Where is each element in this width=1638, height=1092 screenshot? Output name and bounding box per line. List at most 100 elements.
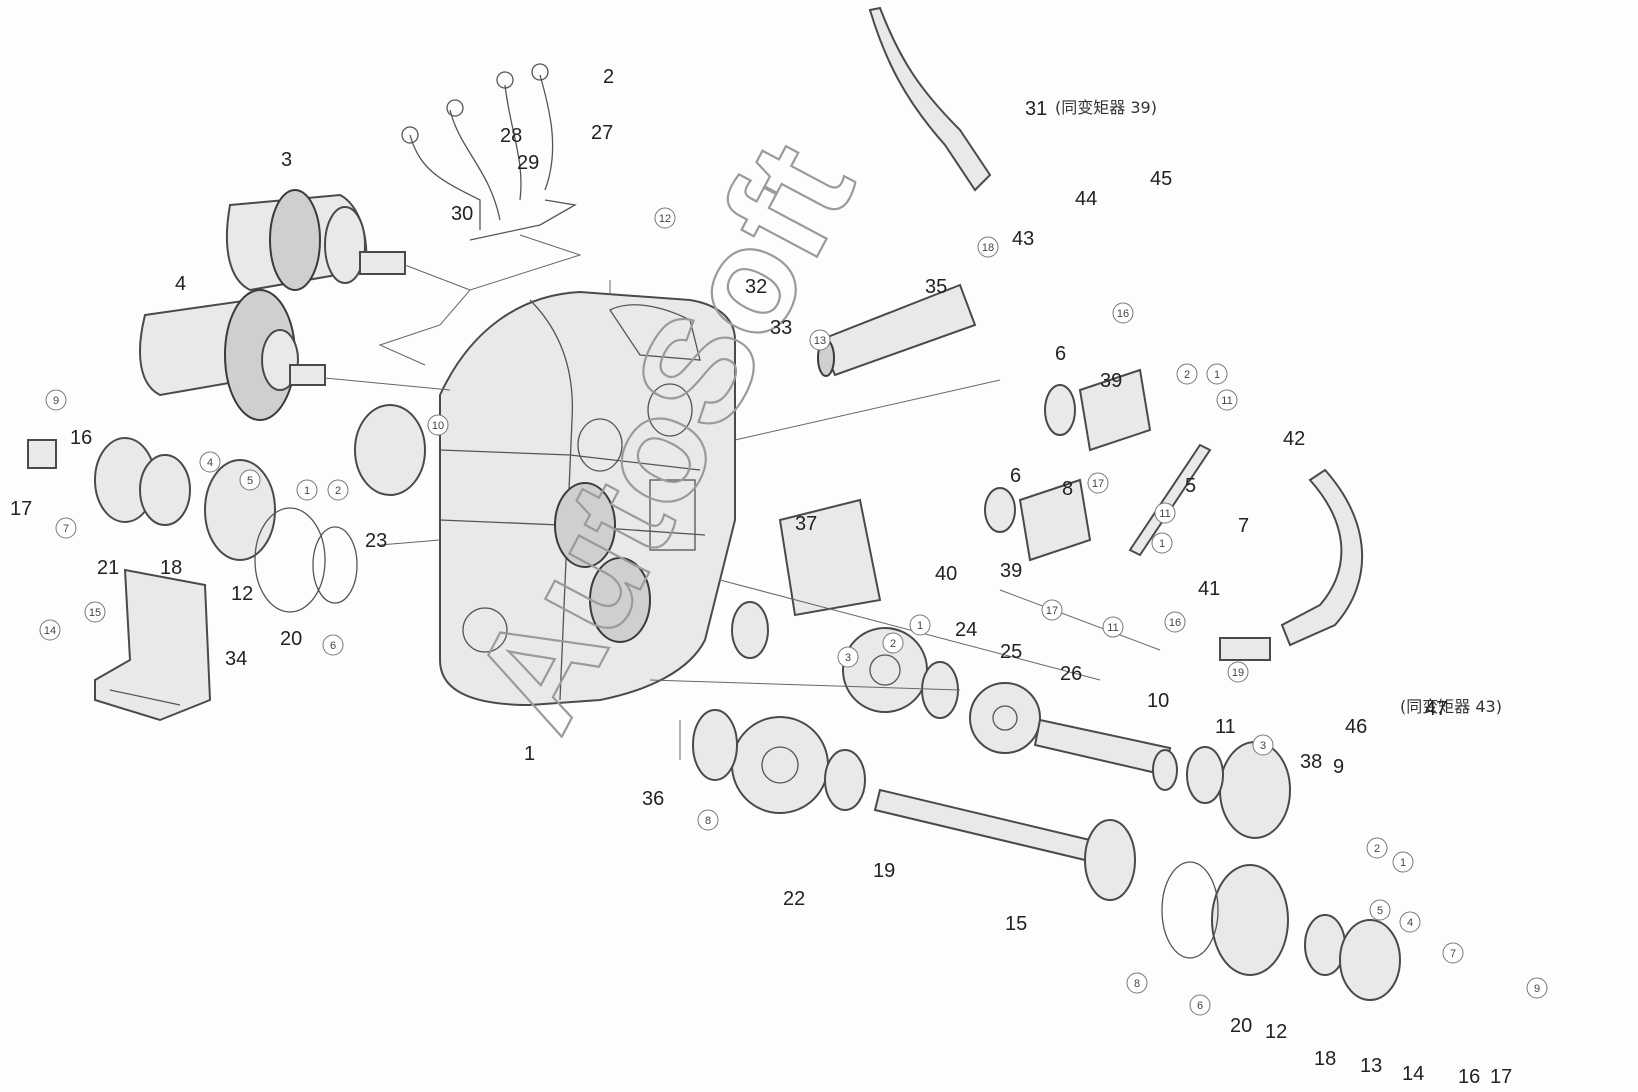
label-16b: 16 (1458, 1066, 1480, 1088)
shaft-15 (873, 788, 1136, 901)
label-1: 1 (524, 743, 535, 765)
label-17a: 17 (10, 498, 32, 520)
label-17b: 17 (1490, 1066, 1512, 1088)
label-30: 30 (451, 203, 473, 225)
clutch-pack-3 (226, 189, 471, 292)
label-5: 5 (1185, 475, 1196, 497)
circled-2-right: 2 (1374, 843, 1380, 855)
gear-26 (969, 682, 1041, 754)
circled-9-left: 9 (53, 395, 59, 407)
label-44: 44 (1075, 188, 1097, 210)
label-39a: 39 (1100, 370, 1122, 392)
circled-4-left: 4 (207, 457, 213, 469)
label-39b: 39 (1000, 560, 1022, 582)
label-42: 42 (1283, 428, 1305, 450)
clutch-pack-4 (139, 289, 451, 421)
valve-5 (1044, 368, 1212, 557)
label-38: 38 (1300, 751, 1322, 773)
label-41: 41 (1198, 578, 1220, 600)
label-32: 32 (745, 276, 767, 298)
label-19: 19 (873, 860, 895, 882)
circled-15: 15 (89, 607, 101, 619)
circled-16-top: 16 (1117, 308, 1129, 320)
leader-lines (379, 280, 1161, 760)
valve-8 (984, 478, 1092, 562)
label-15: 15 (1005, 913, 1027, 935)
circled-1-mid: 1 (1159, 538, 1165, 550)
circled-2-top: 2 (1184, 369, 1190, 381)
label-14: 14 (1402, 1063, 1424, 1085)
gear-22 (692, 709, 829, 814)
circled-8-left: 8 (705, 815, 711, 827)
label-7: 7 (1238, 515, 1249, 537)
circled-12: 12 (659, 213, 671, 225)
label-12a: 12 (231, 583, 253, 605)
circled-10: 10 (432, 420, 444, 432)
circled-11-mid: 11 (1159, 508, 1170, 520)
circled-14: 14 (44, 625, 56, 637)
label-11: 11 (1215, 716, 1236, 738)
label-28: 28 (500, 125, 522, 147)
circled-11-top: 11 (1221, 395, 1232, 407)
label-29: 29 (517, 152, 539, 174)
circled-13: 13 (814, 335, 826, 347)
label-18a: 18 (160, 557, 182, 579)
label-21: 21 (97, 557, 119, 579)
circled-7-right: 7 (1450, 948, 1456, 960)
shaft-10 (1033, 718, 1172, 777)
circled-5-left: 5 (247, 475, 253, 487)
label-16a: 16 (70, 427, 92, 449)
circled-11-low: 11 (1107, 622, 1118, 634)
label-6a: 6 (1055, 343, 1066, 365)
bearing-19 (824, 749, 866, 811)
label-6b: 6 (1010, 465, 1021, 487)
label-43: 43 (1012, 228, 1034, 250)
filter-35 (817, 283, 977, 377)
label-47: 47 (1425, 698, 1447, 720)
circled-8-right: 8 (1134, 978, 1140, 990)
fitting-46 (1219, 637, 1271, 661)
circled-6-left: 6 (330, 640, 336, 652)
part-labels: 1 2 3 4 5 6 6 7 8 9 10 11 12 12 13 14 15… (10, 66, 1512, 1088)
oil-pipes (378, 63, 582, 366)
label-23: 23 (365, 530, 387, 552)
hose-47 (1280, 468, 1364, 647)
label-35: 35 (925, 276, 947, 298)
label-12b: 12 (1265, 1021, 1287, 1043)
circled-6-right: 6 (1197, 1000, 1203, 1012)
circled-7-left: 7 (63, 523, 69, 535)
label-9: 9 (1333, 756, 1344, 778)
circled-4-right: 4 (1407, 917, 1413, 929)
pump-40 (778, 498, 882, 617)
circled-2-mid: 2 (890, 638, 896, 650)
note-31: (同变矩器 39) (1055, 98, 1157, 117)
label-27: 27 (591, 122, 613, 144)
note-47: (同变矩器 43) (1400, 697, 1502, 716)
circled-18: 18 (982, 242, 994, 254)
hose-31 (868, 6, 992, 192)
label-22: 22 (783, 888, 805, 910)
label-13: 13 (1360, 1055, 1382, 1077)
label-8: 8 (1062, 478, 1073, 500)
circled-1-right: 1 (1400, 857, 1406, 869)
circled-3-right: 3 (1260, 740, 1266, 752)
label-25: 25 (1000, 641, 1022, 663)
label-31: 31 (1025, 98, 1047, 120)
transmission-housing (439, 290, 736, 707)
circled-5-right: 5 (1377, 905, 1383, 917)
circled-16-low: 16 (1169, 617, 1181, 629)
cover-right-12 (1152, 741, 1401, 1001)
label-26: 26 (1060, 663, 1082, 685)
bracket-34 (94, 568, 212, 722)
label-46: 46 (1345, 716, 1367, 738)
circled-1-top: 1 (1214, 369, 1220, 381)
bearing-3b (731, 601, 769, 659)
circled-17-mid: 17 (1092, 478, 1104, 490)
label-34: 34 (225, 648, 247, 670)
label-33: 33 (770, 317, 792, 339)
label-20a: 20 (280, 628, 302, 650)
circled-1-pump: 1 (917, 620, 923, 632)
circled-3-mid: 3 (845, 652, 851, 664)
label-40: 40 (935, 563, 957, 585)
